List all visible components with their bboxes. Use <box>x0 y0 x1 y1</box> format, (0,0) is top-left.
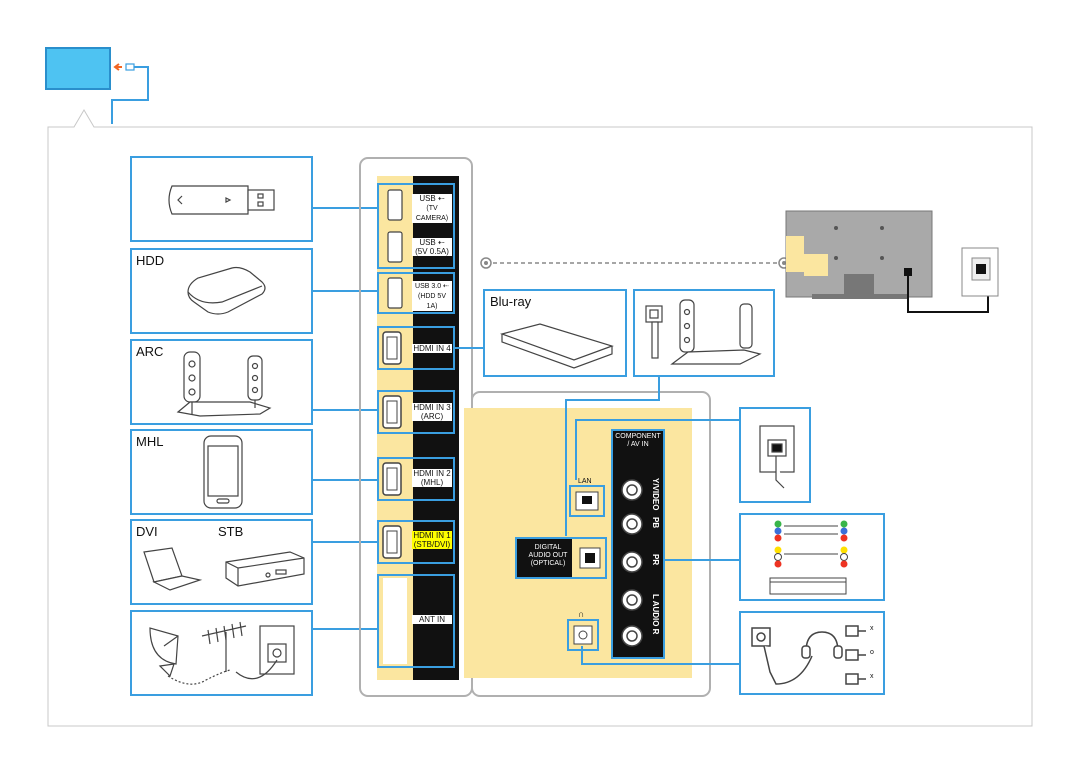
component-cable-icon <box>769 520 848 595</box>
port-label-usb3: USB 3.0 ⇠(HDD 5V 1A) <box>412 281 452 311</box>
pr-label: PR <box>651 554 660 566</box>
audio-label: L AUDIO R <box>651 594 660 635</box>
mhl-box <box>130 429 313 515</box>
tv-rear-icon <box>785 210 999 313</box>
tv-thumbnail-icon <box>45 47 149 124</box>
bluray-box <box>483 289 627 377</box>
port-label-hdmi2: HDMI IN 2(MHL) <box>412 469 452 487</box>
component-cable-box <box>739 513 885 601</box>
arc-label: ARC <box>136 344 164 359</box>
dvi-label: DVI <box>136 524 158 539</box>
pb-label: PB <box>651 517 660 529</box>
stb-label: STB <box>218 524 244 539</box>
port-label-hdmi3: HDMI IN 3(ARC) <box>412 403 452 421</box>
plug-mark-1: x <box>870 625 874 632</box>
antenna-box <box>130 610 313 696</box>
port-label-hdmi4: HDMI IN 4 <box>412 344 452 353</box>
speaker-bar-icon <box>176 351 272 417</box>
smartphone-icon <box>203 435 243 509</box>
optical-speaker-box <box>633 289 775 377</box>
hdd-label: HDD <box>136 253 165 268</box>
optical-speaker-icon <box>645 299 762 365</box>
usb-stick-icon <box>168 185 275 215</box>
bluray-label: Blu-ray <box>490 294 532 309</box>
dvi-stb-box <box>130 519 313 605</box>
port-label-ant-in: ANT IN <box>412 615 452 624</box>
detail-frame <box>47 109 1033 727</box>
port-label-usb-05a: USB ⇠(5V 0.5A) <box>412 238 452 256</box>
lan-wall-jack-icon <box>759 425 795 489</box>
lan-label: LAN <box>578 478 592 485</box>
port-label-hdmi1: HDMI IN 1(STB/DVI) <box>412 531 452 549</box>
headphone-icon <box>751 625 866 685</box>
lan-wall-box <box>739 407 811 503</box>
mhl-label: MHL <box>136 434 164 449</box>
antenna-icon <box>149 621 295 685</box>
plug-mark-2: o <box>870 649 874 656</box>
video-label: Y/VIDEO <box>651 478 660 511</box>
component-label: COMPONENT/ AV IN <box>615 433 661 448</box>
bluray-player-icon <box>499 323 614 369</box>
laptop-icon <box>143 547 203 591</box>
port-label-usb-camera: USB ⇠(TV CAMERA) <box>412 194 452 223</box>
headphone-box <box>739 611 885 695</box>
usb-stick-box <box>130 156 313 242</box>
plug-mark-3: x <box>870 673 874 680</box>
set-top-box-icon <box>225 551 305 587</box>
hdd-icon <box>187 266 266 315</box>
headphone-jack-icon: ∩ <box>578 609 585 619</box>
arc-box <box>130 339 313 425</box>
